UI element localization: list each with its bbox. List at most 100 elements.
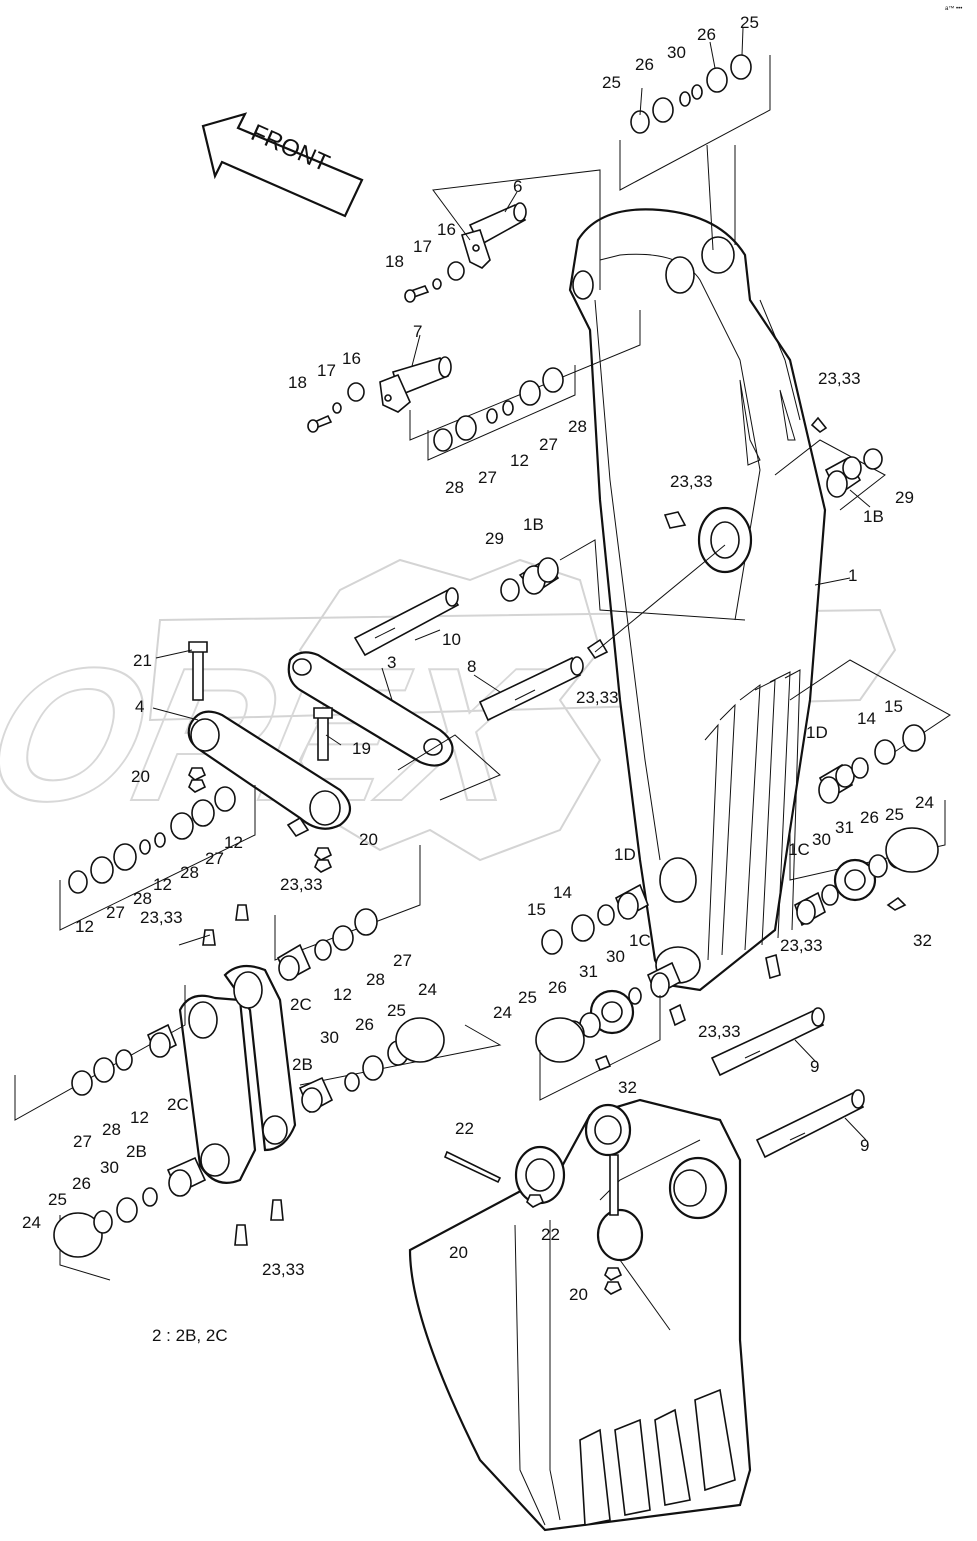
callout-22: 22 (455, 1119, 474, 1138)
callout-25: 25 (885, 805, 904, 824)
callout-28: 28 (445, 478, 464, 497)
callout-24: 24 (493, 1003, 512, 1022)
callout-16: 16 (437, 220, 456, 239)
callout-15: 15 (884, 697, 903, 716)
callout-27: 27 (205, 849, 224, 868)
pin-8 (478, 544, 726, 722)
callout-1D: 1D (614, 845, 636, 864)
washer-group-28-27-12 (427, 365, 576, 461)
callout-28: 28 (568, 417, 587, 436)
pin-10 (353, 587, 460, 657)
callout-23-33: 23,33 (280, 875, 323, 894)
bushing-stack-1D-1C-mid (535, 883, 781, 1101)
callout-6: 6 (513, 177, 522, 196)
bushing-stack-1D-right (789, 659, 951, 804)
callout-2B: 2B (126, 1142, 147, 1161)
front-direction-arrow: FRONT (201, 112, 364, 218)
callout-14: 14 (553, 883, 572, 902)
h-link-washer-stack-upper (14, 985, 186, 1121)
callout-27: 27 (106, 903, 125, 922)
callout-12: 12 (224, 833, 243, 852)
callout-18: 18 (288, 373, 307, 392)
callout-12: 12 (333, 985, 352, 1004)
callout-27: 27 (539, 435, 558, 454)
callout-18: 18 (385, 252, 404, 271)
callout-28: 28 (180, 863, 199, 882)
bolt-washer-18-17-16-top (404, 261, 465, 303)
callout-28: 28 (133, 889, 152, 908)
bushing-1B-right (774, 416, 886, 511)
corner-mark: a™ ••• (945, 5, 962, 12)
callout-2C: 2C (167, 1095, 189, 1114)
callout-2C: 2C (290, 995, 312, 1014)
callout-20: 20 (131, 767, 150, 786)
callout-31: 31 (579, 962, 598, 981)
callout-30: 30 (812, 830, 831, 849)
callout-31: 31 (835, 818, 854, 837)
callout-28: 28 (366, 970, 385, 989)
washer-stack-left (59, 785, 256, 931)
callout-26: 26 (355, 1015, 374, 1034)
callout-30: 30 (667, 43, 686, 62)
leader-lines (152, 27, 871, 1141)
callout-26: 26 (860, 808, 879, 827)
callout-29: 29 (485, 529, 504, 548)
callout-26: 26 (697, 25, 716, 44)
link-3 (287, 651, 501, 801)
callout-3: 3 (387, 653, 396, 672)
callout-25: 25 (387, 1001, 406, 1020)
callout-8: 8 (467, 657, 476, 676)
callout-7: 7 (413, 322, 422, 341)
callout-23-33: 23,33 (576, 688, 619, 707)
callout-4: 4 (135, 697, 144, 716)
callout-9: 9 (860, 1136, 869, 1155)
watermark: OPEX (0, 558, 897, 862)
link-4 (187, 710, 352, 838)
callout-2B: 2B (292, 1055, 313, 1074)
bushing-1B-left (500, 511, 746, 621)
callout-12: 12 (75, 917, 94, 936)
nuts-20-right (314, 847, 333, 873)
callout-12: 12 (510, 451, 529, 470)
callout-32: 32 (913, 931, 932, 950)
callout-20: 20 (569, 1285, 588, 1304)
arm-part-1 (568, 208, 827, 992)
callout-23-33: 23,33 (140, 908, 183, 927)
pin-9-lower (755, 1089, 865, 1159)
callout-12: 12 (130, 1108, 149, 1127)
callout-16: 16 (342, 349, 361, 368)
callout-1C: 1C (629, 931, 651, 950)
callout-12: 12 (153, 875, 172, 894)
bushing-stack-2C-2B-right (274, 845, 502, 1114)
callout-1: 1 (848, 566, 857, 585)
callout-15: 15 (527, 900, 546, 919)
callout-27: 27 (393, 951, 412, 970)
callout-20: 20 (449, 1243, 468, 1262)
callout-30: 30 (606, 947, 625, 966)
callout-1B: 1B (523, 515, 544, 534)
bolt-washer-18-17-16-mid (307, 382, 365, 433)
bolt-21 (188, 641, 208, 701)
callout-19: 19 (352, 739, 371, 758)
callout-14: 14 (857, 709, 876, 728)
callout-25: 25 (518, 988, 537, 1007)
callout-23-33: 23,33 (262, 1260, 305, 1279)
callout-10: 10 (442, 630, 461, 649)
callout-23-33: 23,33 (670, 472, 713, 491)
callout-1C: 1C (788, 840, 810, 859)
callout-28: 28 (102, 1120, 121, 1139)
callout-24: 24 (915, 793, 934, 812)
callout-17: 17 (413, 237, 432, 256)
h-link-2 (178, 904, 297, 1246)
callout-26: 26 (548, 978, 567, 997)
callout-26: 26 (72, 1174, 91, 1193)
callout-24: 24 (418, 980, 437, 999)
washer-group-top (619, 54, 771, 251)
callout-27: 27 (73, 1132, 92, 1151)
parts-footnote: 2 : 2B, 2C (152, 1326, 228, 1345)
pin-6 (432, 169, 601, 290)
callout-23-33: 23,33 (780, 936, 823, 955)
callout-1B: 1B (863, 507, 884, 526)
